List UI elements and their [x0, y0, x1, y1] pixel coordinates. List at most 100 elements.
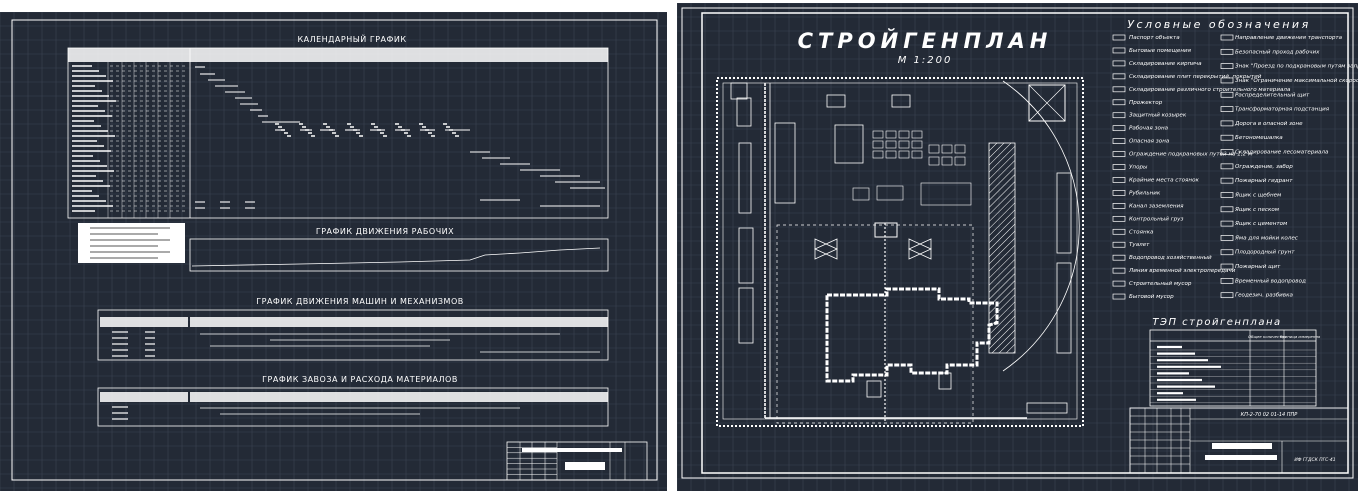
site-cabin	[891, 94, 911, 108]
legend-item: Распределительный щит	[1235, 92, 1310, 98]
tep-title: ТЭП стройгенплана	[1152, 317, 1281, 328]
crane-counterweight	[908, 238, 932, 260]
legend-item: Прожектор	[1129, 100, 1163, 106]
tep-col-qty: Общее количество	[1248, 334, 1286, 339]
building-entrance	[866, 380, 882, 398]
legend-item: Складирование плит перекрытий, покрытий	[1129, 74, 1262, 80]
machines-timescale	[190, 317, 608, 327]
left-title-block	[506, 441, 648, 481]
legend-item: Ящик с цементом	[1234, 221, 1288, 227]
legend-symbol	[1220, 220, 1234, 227]
legend-symbol	[1220, 77, 1234, 84]
materials-frame	[97, 387, 609, 427]
legend-item: Туалет	[1129, 242, 1150, 248]
legend-symbol	[1112, 138, 1126, 144]
legend-item: Дорога в опасной зоне	[1234, 121, 1303, 127]
materials-title: ГРАФИК ЗАВОЗА И РАСХОДА МАТЕРИАЛОВ	[262, 375, 458, 384]
legend-item: Бетономешалка	[1235, 135, 1283, 141]
workers-title: ГРАФИК ДВИЖЕНИЯ РАБОЧИХ	[316, 227, 454, 236]
legend-item: Бытовые помещения	[1129, 48, 1192, 54]
calendar-frame	[67, 47, 609, 219]
background-grid	[677, 3, 1358, 491]
legend-symbol	[1220, 278, 1234, 284]
calendar-notes-lines	[90, 227, 170, 259]
machines-bars	[200, 333, 600, 353]
legend-item: Яма для мойки колес	[1234, 235, 1298, 241]
legend-symbol	[1220, 134, 1234, 141]
legend-symbol	[1220, 63, 1234, 69]
legend-item: Ящик с песком	[1234, 207, 1280, 213]
legend-symbol	[1220, 192, 1234, 198]
legend-symbol	[1112, 177, 1126, 183]
site-plan	[716, 77, 1084, 427]
legend-symbol	[1220, 249, 1234, 256]
legend-symbol	[1112, 34, 1126, 41]
legend-item: Ограждение, забор	[1235, 164, 1293, 170]
legend-item: Рубильник	[1129, 190, 1161, 196]
legend-symbol	[1112, 203, 1126, 209]
storage-area	[774, 122, 796, 204]
storage-area	[738, 227, 754, 284]
legend-item: Защитный козырек	[1129, 113, 1187, 119]
right-title-block: КП-2-70 02 01-14 ППР ИФ ГГДСК ПГС-41	[1129, 407, 1349, 474]
legend-symbol	[1112, 112, 1126, 119]
site-cabin	[826, 94, 846, 108]
stamp-code: КП-2-70 02 01-14 ППР	[1241, 412, 1298, 418]
legend-item: Строительный мусор	[1129, 281, 1192, 287]
legend-symbol	[1220, 292, 1234, 299]
building-outline	[825, 287, 999, 383]
legend-item: Направление движения транспорта	[1235, 35, 1343, 41]
legend-right-column: Направление движения транспортаБезопасны…	[1220, 34, 1358, 299]
legend-symbol	[1112, 164, 1126, 170]
storage-area	[738, 142, 752, 214]
legend-item: Рабочая зона	[1129, 126, 1169, 132]
legend-symbol	[1112, 151, 1126, 157]
legend-item: Геодезич. разбивка	[1235, 293, 1293, 299]
legend-item: Крайние места стоянок	[1129, 177, 1199, 183]
site-plan-sheet: СТРОЙГЕНПЛАН М 1:200	[677, 3, 1358, 491]
legend-item: Бытовой мусор	[1129, 294, 1174, 300]
legend-item: Складирование кирпича	[1129, 61, 1202, 67]
materials-timescale	[190, 392, 608, 402]
legend-item: Безопасный проход рабочих	[1235, 49, 1320, 55]
legend-symbol	[1220, 177, 1234, 184]
tep-rows	[1150, 345, 1316, 403]
legend-symbol	[1220, 263, 1234, 270]
plan-title: СТРОЙГЕНПЛАН	[798, 28, 1053, 53]
crane-counterweight	[814, 238, 838, 260]
legend-item: Канал заземления	[1129, 203, 1184, 209]
legend-item: Плодородный грунт	[1235, 250, 1295, 256]
legend-item: Опасная зона	[1129, 139, 1170, 145]
legend-symbol	[1220, 34, 1234, 41]
legend-item: Упоры	[1129, 165, 1148, 171]
materials-table	[100, 392, 188, 420]
storage-area	[1056, 262, 1072, 354]
site-boundary	[722, 82, 1078, 420]
legend-item: Складирование лесоматериала	[1235, 150, 1329, 156]
workers-curve	[191, 247, 601, 267]
schedules-sheet: КАЛЕНДАРНЫЙ ГРАФИК ГРАФИК ДВИЖЕНИЯ РАБОЧ…	[0, 12, 667, 491]
legend-symbol	[1112, 73, 1126, 80]
legend-symbol	[1220, 163, 1234, 170]
legend-item: Линия временной электропередачи	[1128, 268, 1236, 274]
legend-item: Временный водопровод	[1235, 278, 1306, 284]
legend-symbol	[1112, 267, 1126, 274]
legend-symbol	[1220, 120, 1234, 127]
temporary-road	[988, 142, 1016, 354]
legend-symbol	[1112, 86, 1126, 93]
inner-frame	[701, 12, 1349, 474]
calendar-notes-box	[78, 223, 185, 263]
plan-scale: М 1:200	[898, 55, 953, 66]
site-plan-drawing: СТРОЙГЕНПЛАН М 1:200	[677, 3, 1358, 491]
legend-item: Ящик с щебнем	[1234, 192, 1282, 198]
calendar-timescale	[190, 48, 608, 62]
building-entrance	[938, 372, 952, 390]
calendar-work-table	[68, 48, 190, 218]
legend-item: Пожарный гидрант	[1235, 178, 1293, 184]
crane-tower	[874, 222, 898, 238]
legend-symbol	[1220, 91, 1234, 98]
machines-frame	[97, 309, 609, 361]
outer-frame	[681, 7, 1354, 479]
legend-symbol	[1112, 47, 1126, 54]
